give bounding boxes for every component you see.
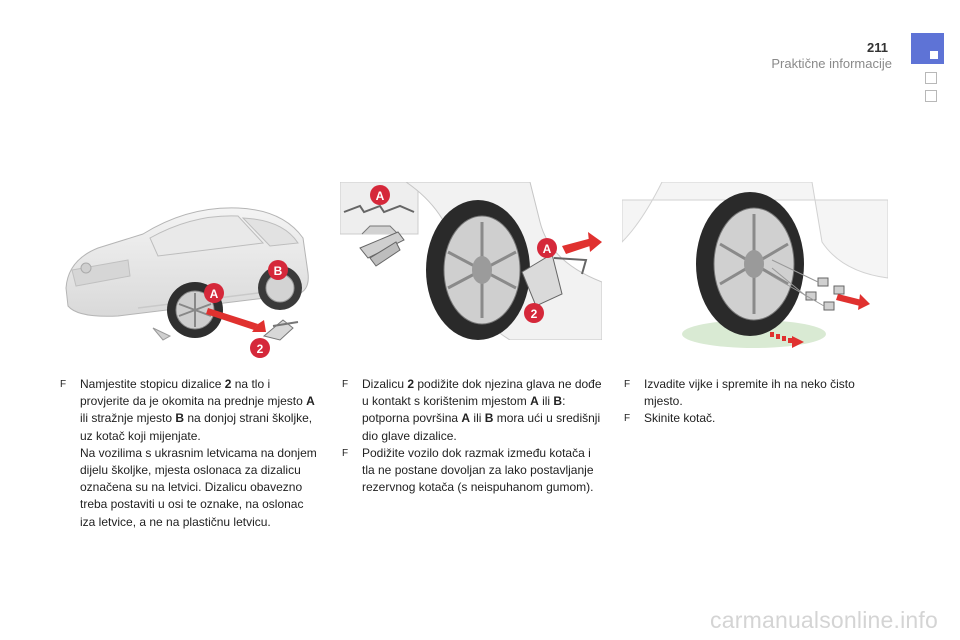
instruction-text: ili stražnje mjesto (80, 411, 176, 426)
instruction-text: Namjestite stopicu dizalice (80, 377, 225, 391)
left-column: F Namjestite stopicu dizalice 2 na tlo i… (60, 376, 318, 531)
middle-column: F Dizalicu 2 podižite dok njezina glava … (342, 376, 604, 496)
watermark: carmanualsonline.info (710, 607, 938, 633)
figure-wheel-removal (622, 182, 888, 348)
label-a: A (210, 287, 219, 301)
bullet-icon: F (342, 447, 349, 459)
instruction-text: na tlo i provjerite da je okomita na pre… (80, 377, 307, 409)
label-2: 2 (257, 342, 264, 356)
bullet-icon: F (60, 379, 67, 390)
instruction-text: Izvadite vijke i spremite ih na neko čis… (644, 377, 855, 409)
ref-a: A (306, 394, 315, 409)
right-column: F Izvadite vijke i spremite ih na neko č… (624, 376, 886, 428)
instruction-text: na donjoj strani školjke, uz kotač koji … (80, 411, 313, 443)
chapter-tab-2[interactable] (925, 72, 937, 84)
ref-b: B (484, 411, 494, 426)
ref-a: A (461, 411, 471, 426)
bullet-icon: F (342, 379, 349, 390)
label-a-detail: A (376, 189, 385, 203)
instruction-item: F Podižite vozilo dok razmak između kota… (342, 445, 604, 497)
instruction-text: ili (538, 394, 554, 409)
instruction-text: podižite dok njezina glava ne dođe u kon… (362, 377, 602, 409)
bullet-icon: F (624, 413, 631, 425)
note-text: Na vozilima s ukrasnim letvicama na donj… (80, 445, 317, 529)
ref-a: A (530, 394, 539, 409)
instruction-item: F Izvadite vijke i spremite ih na neko č… (624, 376, 886, 410)
chapter-tab-3[interactable] (925, 90, 937, 102)
label-a-main: A (543, 242, 552, 256)
figure-car-jack-points: A B 2 (65, 207, 309, 358)
ref-2: 2 (224, 377, 232, 391)
instruction-text: mora ući u središnji dio glave dizalice. (362, 411, 601, 443)
instruction-text: Skinite kotač. (644, 411, 716, 426)
instruction-item: F Namjestite stopicu dizalice 2 na tlo i… (60, 376, 318, 531)
ref-b: B (553, 394, 563, 409)
instruction-text: : potporna površina (362, 394, 566, 426)
figure-jack-lifting: A A 2 (340, 182, 602, 340)
ref-b: B (175, 411, 185, 426)
instruction-text: Dizalicu (362, 377, 408, 391)
instruction-item: F Skinite kotač. (624, 410, 886, 427)
instruction-text: ili (470, 411, 485, 426)
ref-2: 2 (407, 377, 415, 391)
instruction-text: Podižite vozilo dok razmak između kotača… (362, 445, 594, 495)
bullet-icon: F (624, 379, 631, 390)
tab-marker (930, 51, 938, 59)
chapter-tab-active[interactable] (911, 33, 944, 64)
page-number: 211 (867, 40, 888, 55)
instruction-item: F Dizalicu 2 podižite dok njezina glava … (342, 376, 604, 445)
section-title: Praktične informacije (771, 56, 892, 71)
label-b: B (274, 264, 283, 278)
label-2-jack: 2 (531, 307, 538, 321)
